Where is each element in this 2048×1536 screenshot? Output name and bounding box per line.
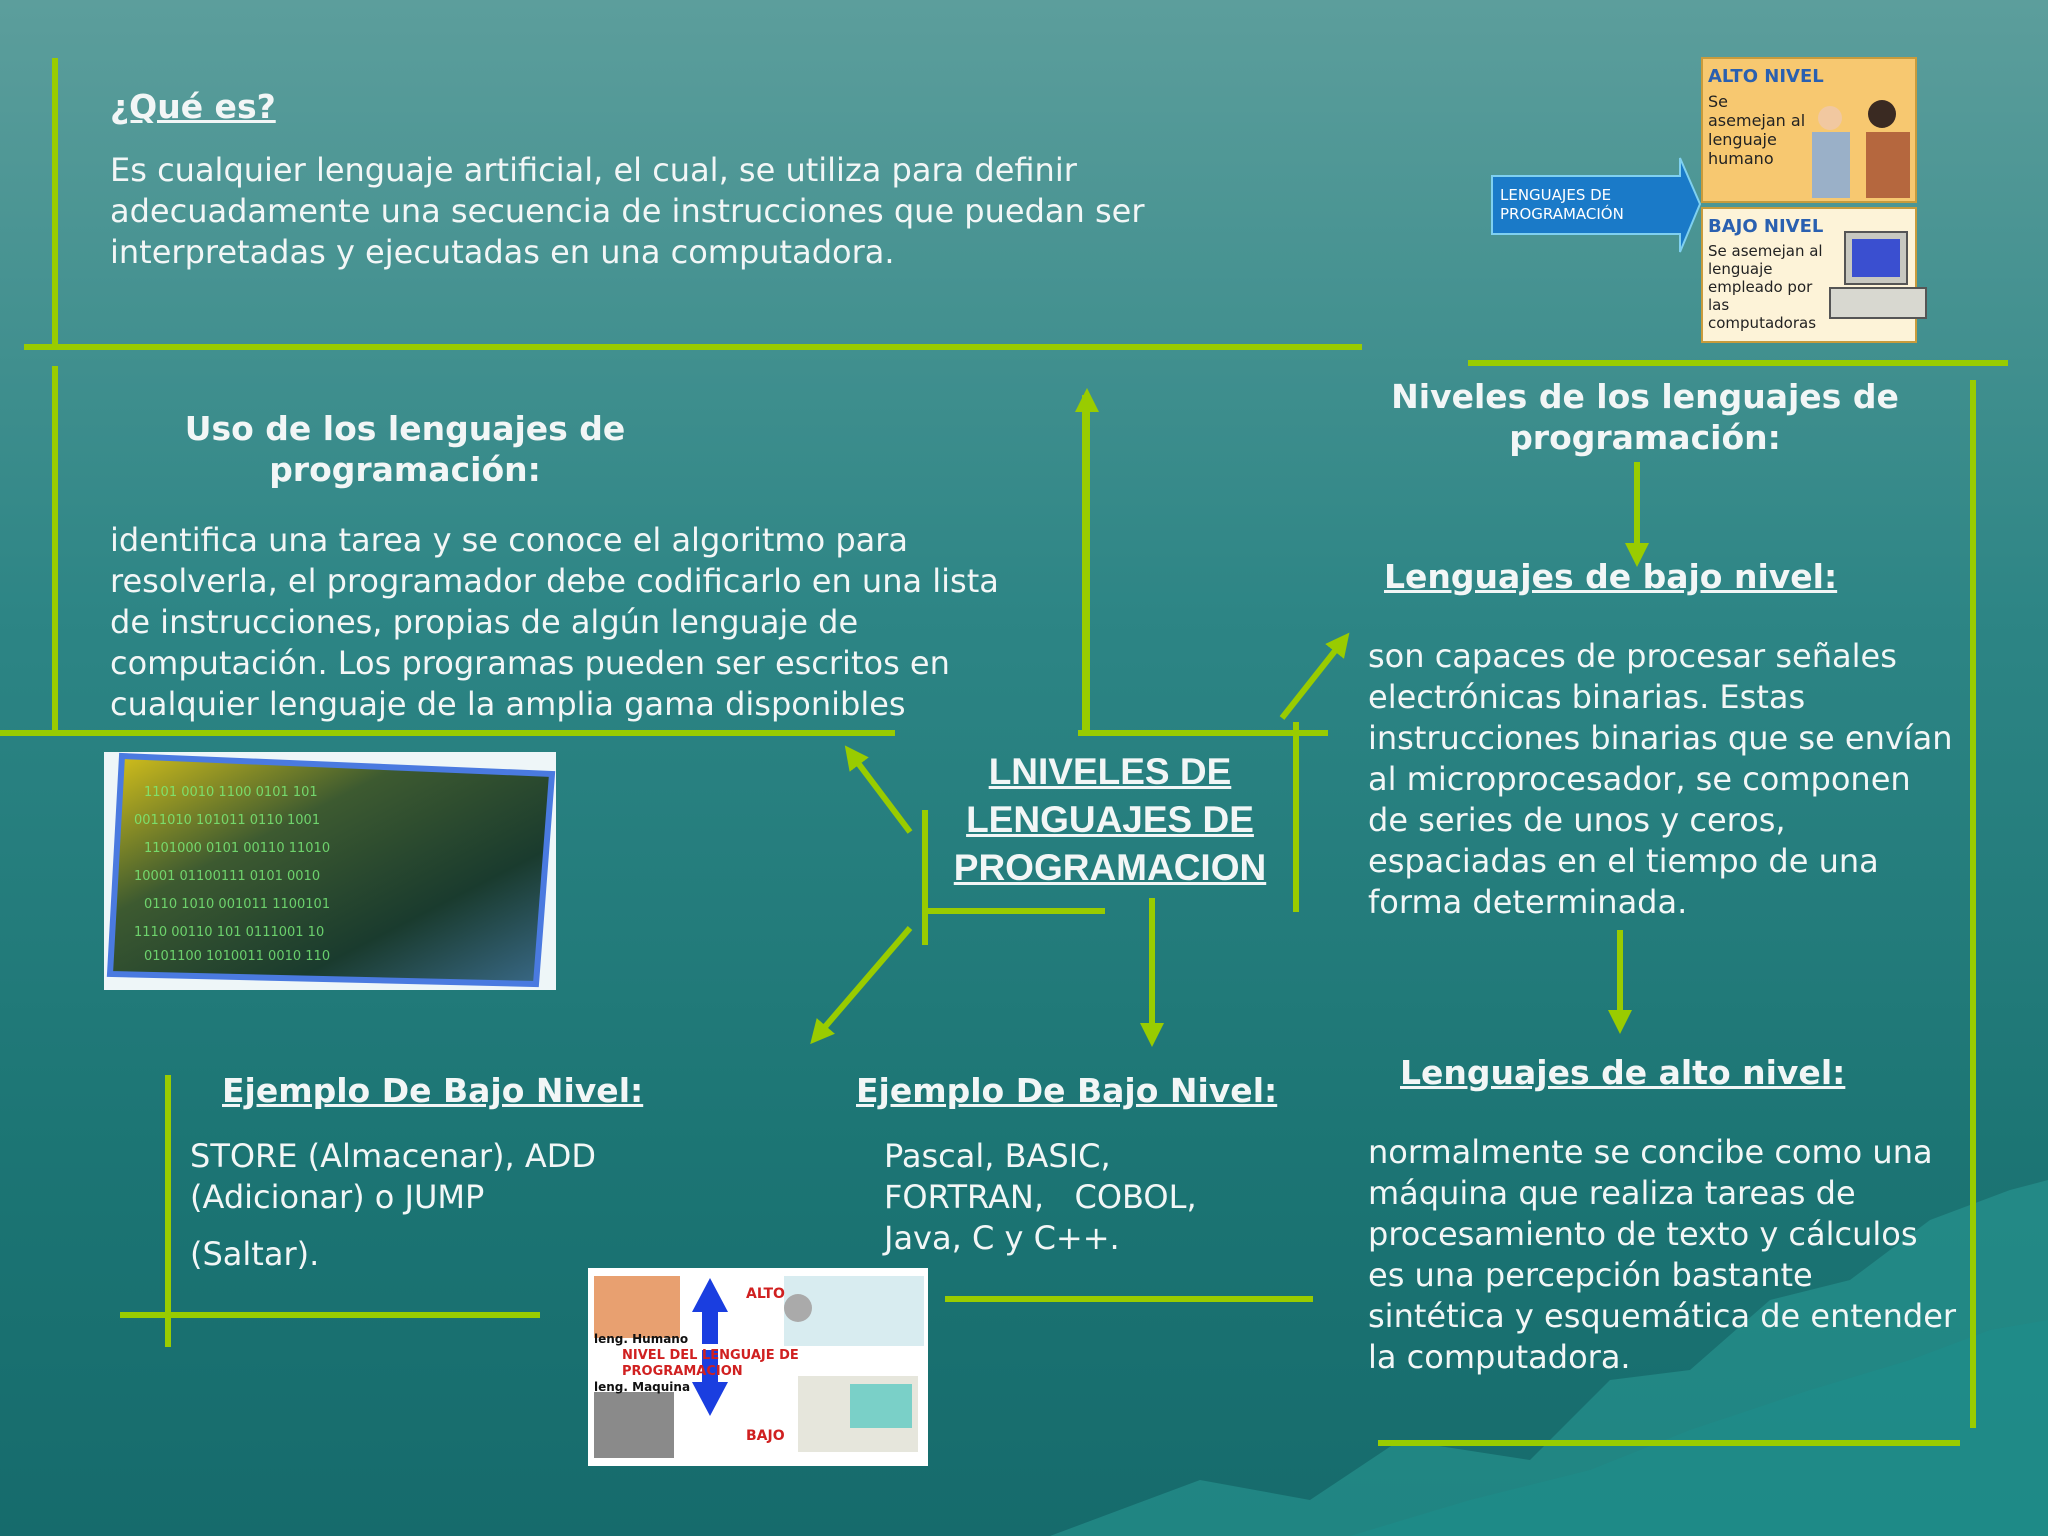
ejemplo-alto-body: Pascal, BASIC, FORTRAN, COBOL, Java, C y… bbox=[884, 1136, 1264, 1259]
arrow-lower-left bbox=[818, 928, 910, 1035]
uso-heading: Uso de los lenguajes de programación: bbox=[150, 408, 660, 490]
ejemplo-bajo-heading: Ejemplo De Bajo Nivel: bbox=[222, 1070, 643, 1111]
ejemplo-alto-heading: Ejemplo De Bajo Nivel: bbox=[856, 1070, 1277, 1111]
uso-body: identifica una tarea y se conoce el algo… bbox=[110, 520, 1030, 725]
illus-arrow-label: LENGUAJES DE PROGRAMACIÓN bbox=[1500, 186, 1670, 224]
svg-text:1110 00110 101 0111001 10: 1110 00110 101 0111001 10 bbox=[134, 925, 324, 940]
illus-alto-text: Se asemejan al lenguaje humano bbox=[1708, 92, 1808, 168]
illus-bajo-text: Se asemejan al lenguaje empleado por las… bbox=[1708, 242, 1838, 332]
center-title: LNIVELES DE LENGUAJES DE PROGRAMACION bbox=[930, 748, 1290, 892]
arrow-upper-right bbox=[1282, 642, 1342, 718]
bottom-bajo-label: BAJO bbox=[746, 1428, 785, 1444]
que-es-heading: ¿Qué es? bbox=[110, 86, 276, 127]
svg-text:1101000 0101 00110 11010: 1101000 0101 00110 11010 bbox=[144, 841, 330, 856]
niveles-illustration: LENGUAJES DE PROGRAMACIÓN ALTO NIVEL Se … bbox=[1490, 56, 1960, 346]
illus-alto-title: ALTO NIVEL bbox=[1708, 66, 1824, 87]
bottom-title-label: NIVEL DEL LENGUAJE DE PROGRAMACION bbox=[622, 1348, 822, 1380]
arrow-upper-left bbox=[852, 755, 910, 832]
svg-text:0110 1010 001011 1100101: 0110 1010 001011 1100101 bbox=[144, 897, 330, 912]
svg-text:1101 0010 1100 0101 101: 1101 0010 1100 0101 101 bbox=[144, 785, 318, 800]
alto-nivel-heading: Lenguajes de alto nivel: bbox=[1400, 1052, 1845, 1093]
svg-text:0101100 1010011 0010 110: 0101100 1010011 0010 110 bbox=[144, 949, 330, 964]
bottom-humano-label: leng. Humano bbox=[594, 1332, 688, 1346]
bottom-maquina-label: leng. Maquina bbox=[594, 1380, 690, 1394]
illus-bajo-title: BAJO NIVEL bbox=[1708, 216, 1823, 237]
svg-text:10001 01100111 0101 0010: 10001 01100111 0101 0010 bbox=[134, 869, 320, 884]
ejemplo-bajo-body: STORE (Almacenar), ADD (Adicionar) o JUM… bbox=[190, 1136, 670, 1218]
niveles-heading: Niveles de los lenguajes de programación… bbox=[1370, 376, 1920, 458]
binary-code-image: 1101 0010 1100 0101 101 0011010 101011 0… bbox=[104, 752, 556, 990]
bajo-nivel-body: son capaces de procesar señales electrón… bbox=[1368, 636, 1958, 923]
svg-text:0011010 101011 0110 1001: 0011010 101011 0110 1001 bbox=[134, 813, 320, 828]
bajo-nivel-heading: Lenguajes de bajo nivel: bbox=[1384, 556, 1837, 597]
que-es-body: Es cualquier lenguaje artificial, el cua… bbox=[110, 150, 1230, 273]
nivel-lenguaje-image: ALTO BAJO leng. Humano leng. Maquina NIV… bbox=[588, 1268, 928, 1466]
alto-nivel-body: normalmente se concibe como una máquina … bbox=[1368, 1132, 1958, 1378]
bottom-alto-label: ALTO bbox=[746, 1286, 785, 1302]
